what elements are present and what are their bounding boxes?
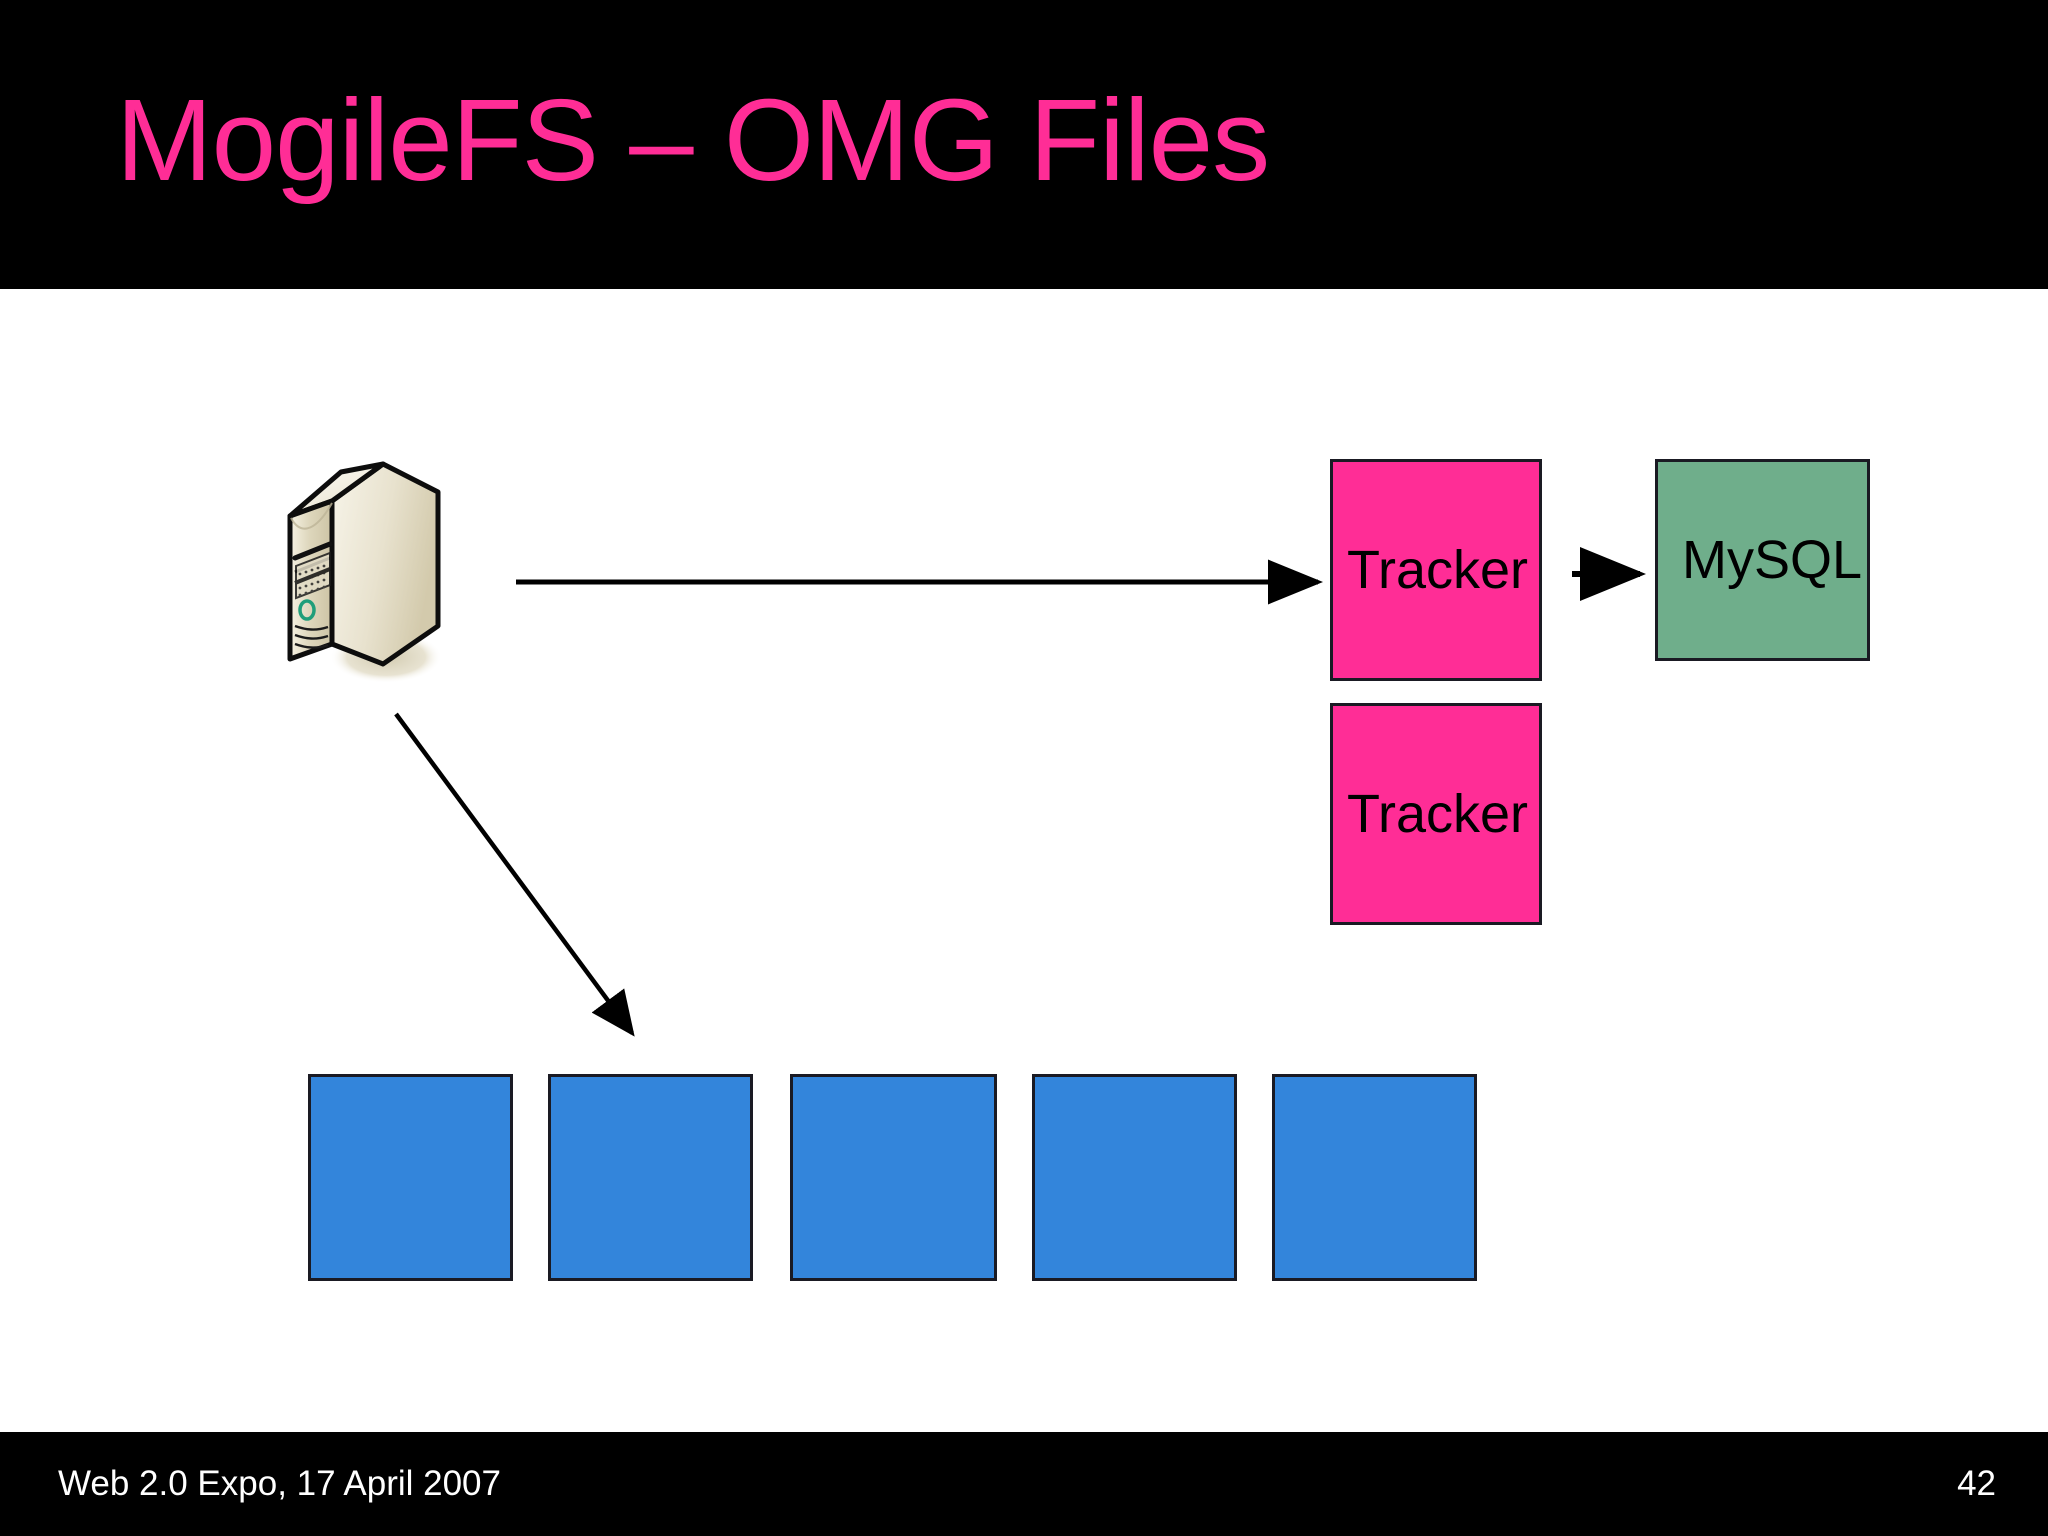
- storage-node-4[interactable]: [1032, 1074, 1237, 1281]
- mysql-node-label: MySQL: [1682, 530, 1863, 590]
- server-tower-icon: [262, 454, 462, 699]
- slide-header-band: MogileFS – OMG Files: [0, 0, 2048, 289]
- slide-footer-band: Web 2.0 Expo, 17 April 2007 42: [0, 1432, 2048, 1536]
- page-title: MogileFS – OMG Files: [116, 75, 1270, 205]
- storage-node-1[interactable]: [308, 1074, 513, 1281]
- mysql-node[interactable]: MySQL: [1655, 459, 1870, 661]
- footer-event-text: Web 2.0 Expo, 17 April 2007: [58, 1464, 501, 1503]
- slide-body: Tracker Tracker MySQL: [0, 289, 2048, 1432]
- storage-node-3[interactable]: [790, 1074, 997, 1281]
- page-number: 42: [1957, 1464, 1996, 1503]
- tracker-node-1-label: Tracker: [1347, 540, 1529, 600]
- tracker-node-2-label: Tracker: [1347, 784, 1529, 844]
- arrow-client-to-storage: [394, 712, 635, 1037]
- storage-node-5[interactable]: [1272, 1074, 1477, 1281]
- tracker-node-2[interactable]: Tracker: [1330, 703, 1542, 925]
- storage-node-2[interactable]: [548, 1074, 753, 1281]
- tracker-node-1[interactable]: Tracker: [1330, 459, 1542, 681]
